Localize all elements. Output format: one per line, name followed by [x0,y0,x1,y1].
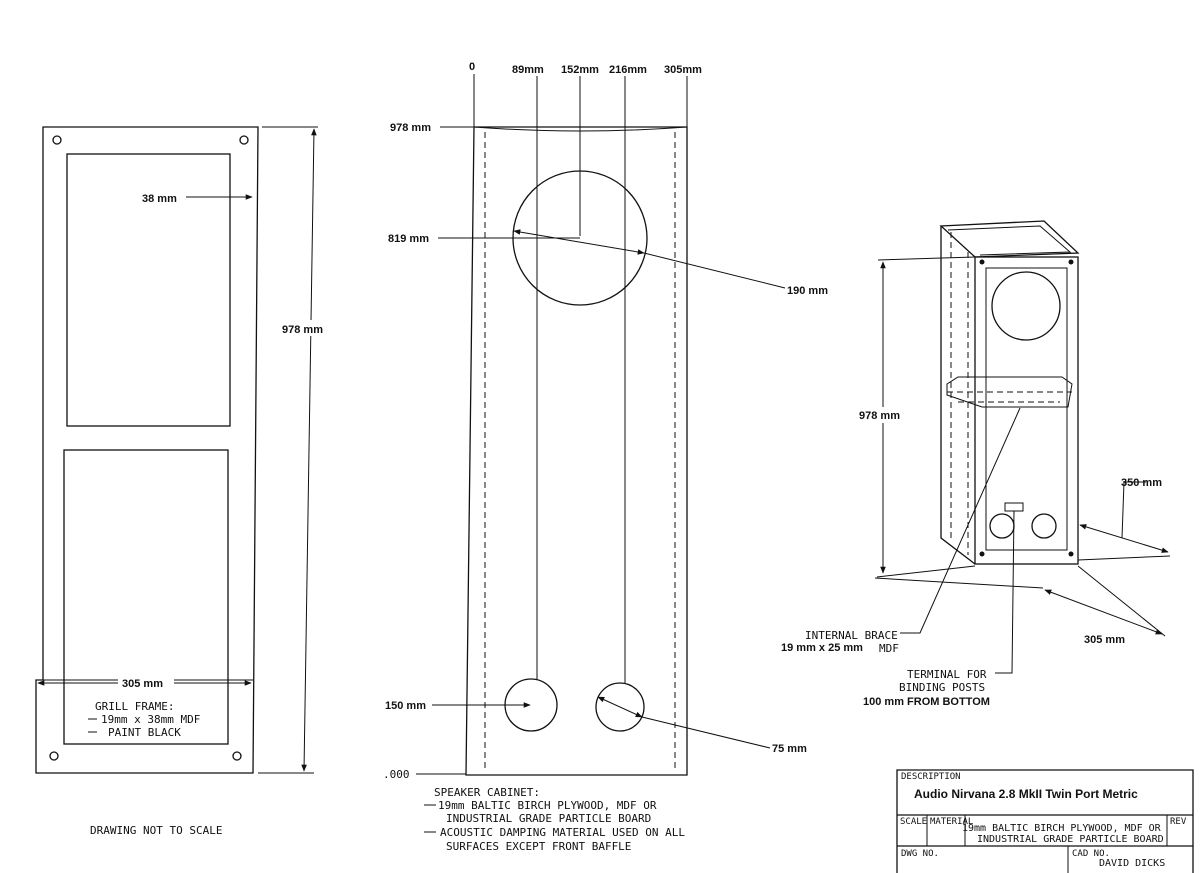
front-y-label-819: 819 mm [388,233,429,245]
cabinet-note-line5: SURFACES EXCEPT FRONT BAFFLE [446,840,631,853]
brace-label-line2: 19 mm x 25 mm [781,642,863,654]
driver-cutout [512,170,648,306]
not-to-scale-note: DRAWING NOT TO SCALE [90,824,222,837]
iso-front-face [974,256,1079,565]
iso-internal-brace [946,376,1073,408]
port-cutout-left [504,678,558,732]
mounting-hole [52,135,62,145]
tb-material-label: MATERIAL [930,817,973,827]
tb-dwg-label: DWG NO. [901,849,939,859]
baffle-outline [465,126,688,776]
port-cutout-right [595,682,645,732]
tb-scale-label: SCALE [900,817,927,827]
front-x-label-216: 216mm [609,64,647,76]
grill-dim-width: 305 mm [122,678,163,690]
iso-port-right [1031,513,1057,539]
title-block: DESCRIPTION Audio Nirvana 2.8 MkII Twin … [896,769,1194,873]
front-x-label-305: 305mm [664,64,702,76]
grill-dim-height: 978 mm [282,324,323,336]
grill-note-title: GRILL FRAME: [95,700,174,713]
terminal-label-line3: 100 mm FROM BOTTOM [863,696,990,708]
iso-port-left [989,513,1015,539]
tb-cad-label: CAD NO. [1072,849,1110,859]
iso-depth-label: 350 mm [1121,477,1162,489]
iso-width-label: 305 mm [1084,634,1125,646]
port-diameter-label: 75 mm [772,743,807,755]
tb-material-line2: INDUSTRIAL GRADE PARTICLE BOARD [977,834,1164,845]
grill-lower-opening [63,449,229,745]
grill-frame-view: 38 mm 978 mm 305 mm GRILL FRAME: 19mm x … [35,126,330,837]
driver-diameter-label: 190 mm [787,285,828,297]
brace-label-line1: INTERNAL BRACE [805,629,898,642]
tb-cad-value: DAVID DICKS [1099,858,1165,869]
isometric-cabinet-view: 978 mm 350 mm 305 mm INTERNAL BRACE 19 m… [781,220,1171,708]
cabinet-note-line2: 19mm BALTIC BIRCH PLYWOOD, MDF OR [438,799,657,812]
iso-driver [991,271,1061,341]
front-y-label-150: 150 mm [385,700,426,712]
cabinet-note-title: SPEAKER CABINET: [434,786,540,799]
iso-terminal [1004,502,1024,512]
front-baffle-view: 0 89mm 152mm 216mm 305mm 978 mm 819 mm 1… [383,61,828,853]
grill-upper-opening [66,153,231,427]
front-x-label-89: 89mm [512,64,544,76]
iso-height-label: 978 mm [859,410,900,422]
cabinet-note-line4: ACOUSTIC DAMPING MATERIAL USED ON ALL [440,826,685,839]
terminal-label-line2: BINDING POSTS [899,681,985,694]
front-y-label-000: .000 [383,768,410,781]
terminal-label-line1: TERMINAL FOR [907,668,987,681]
grill-note-material: 19mm x 38mm MDF [101,713,200,726]
brace-label-mdf: MDF [879,642,899,655]
grill-note-paint: PAINT BLACK [108,726,181,739]
cabinet-note-line3: INDUSTRIAL GRADE PARTICLE BOARD [446,812,651,825]
mounting-hole [232,751,242,761]
front-x-label-0: 0 [469,61,475,73]
front-x-label-152: 152mm [561,64,599,76]
mounting-hole [239,135,249,145]
tb-description-label: DESCRIPTION [901,772,961,782]
tb-material-line1: 19mm BALTIC BIRCH PLYWOOD, MDF OR [962,823,1162,834]
grill-dim-38: 38 mm [142,193,177,205]
tb-description: Audio Nirvana 2.8 MkII Twin Port Metric [914,787,1138,801]
tb-rev-label: REV [1170,817,1187,827]
front-y-label-978: 978 mm [390,122,431,134]
mounting-hole [49,751,59,761]
